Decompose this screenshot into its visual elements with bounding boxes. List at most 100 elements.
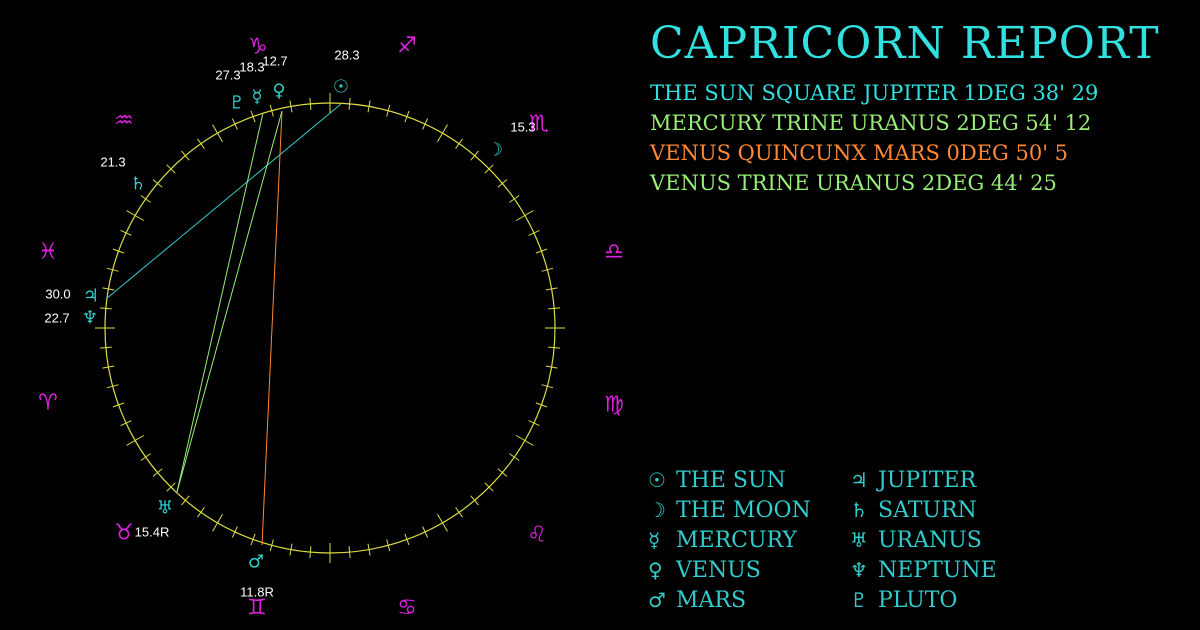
wheel-tick	[515, 435, 534, 446]
wheel-tick	[250, 110, 256, 123]
wheel-tick	[528, 229, 540, 236]
cancer-sign-icon: ♋	[397, 596, 417, 621]
wheel-tick	[484, 482, 494, 492]
legend-label: SATURN	[878, 498, 977, 523]
wheel-tick	[120, 229, 132, 236]
jupiter-degree-label: 30.0	[45, 287, 70, 302]
pluto-icon: ♇	[850, 588, 868, 612]
wheel-tick	[106, 267, 119, 272]
legend-item-moon: ☽ THE MOON	[648, 495, 811, 526]
wheel-tick	[166, 164, 176, 174]
mercury-icon: ☿	[251, 87, 262, 108]
wheel-tick	[422, 118, 429, 130]
wheel-tick	[422, 526, 429, 538]
legend-label: NEPTUNE	[878, 558, 997, 583]
legend-item-pluto: ♇PLUTO	[850, 585, 957, 616]
wheel-tick	[166, 482, 176, 492]
aspect-line-sun-jupiter	[105, 103, 342, 300]
moon-degree-label: 15.3	[510, 120, 535, 135]
uranus-degree-label: 15.4R	[135, 525, 170, 540]
wheel-tick	[348, 546, 351, 559]
wheel-tick	[455, 507, 463, 518]
jupiter-icon: ♃	[83, 286, 99, 307]
wheel-tick	[212, 124, 223, 143]
wheel-tick	[152, 179, 163, 188]
aspect-list: THE SUN SQUARE JUPITER 1DEG 38' 29 MERCU…	[650, 78, 1098, 198]
wheel-tick	[367, 100, 371, 113]
wheel-tick	[404, 533, 410, 546]
wheel-tick	[269, 539, 274, 552]
wheel-tick	[126, 210, 145, 221]
wheel-tick	[99, 346, 112, 349]
sun-icon: ☉	[648, 468, 666, 492]
mars-icon: ♂	[248, 552, 264, 573]
aries-sign-icon: ♈	[38, 391, 58, 416]
gemini-sign-icon: ♊	[247, 596, 267, 621]
wheel-tick	[535, 402, 548, 408]
legend-label: MERCURY	[676, 528, 797, 553]
wheel-tick	[102, 287, 115, 291]
venus-icon: ♀	[272, 81, 285, 102]
wheel-tick	[484, 164, 494, 174]
wheel-tick	[455, 138, 463, 149]
wheel-tick	[535, 248, 548, 254]
wheel-tick	[120, 420, 132, 427]
wheel-tick	[231, 526, 238, 538]
wheel-tick	[181, 150, 190, 161]
wheel-tick	[470, 495, 479, 506]
wheel-tick	[497, 468, 508, 477]
saturn-icon: ♄	[850, 498, 868, 522]
uranus-icon: ♅	[850, 528, 868, 552]
neptune-icon: ♆	[850, 558, 868, 582]
wheel-tick	[152, 468, 163, 477]
virgo-sign-icon: ♍	[604, 393, 624, 418]
wheel-tick	[106, 384, 119, 389]
wheel-tick	[497, 179, 508, 188]
legend-label: THE SUN	[676, 468, 786, 493]
venus-icon: ♀	[648, 558, 663, 582]
planet-glyphs: ☉☽☿♀♂♃♄♅♆♇	[82, 77, 503, 573]
wheel-tick	[548, 307, 561, 310]
wheel-tick	[181, 495, 190, 506]
wheel-tick	[99, 307, 112, 310]
neptune-icon: ♆	[82, 308, 98, 329]
mercury-icon: ☿	[648, 528, 661, 552]
moon-icon: ☽	[648, 498, 666, 522]
aspect-line-venus-uranus	[176, 110, 283, 493]
legend-item-uranus: ♅URANUS	[850, 525, 982, 556]
wheel-tick	[102, 365, 115, 369]
wheel-tick	[541, 384, 554, 389]
wheel-tick	[289, 100, 293, 113]
saturn-icon: ♄	[130, 174, 146, 195]
wheel-tick	[545, 287, 558, 291]
legend-label: JUPITER	[878, 468, 977, 493]
jupiter-icon: ♃	[850, 468, 868, 492]
wheel-tick	[367, 543, 371, 556]
degree-labels: 28.315.318.312.711.8R30.021.315.4R22.727…	[44, 48, 535, 600]
legend-item-saturn: ♄ SATURN	[850, 495, 977, 526]
wheel-tick	[470, 150, 479, 161]
wheel-tick	[140, 453, 151, 461]
neptune-degree-label: 22.7	[44, 311, 69, 326]
natal-wheel-chart: ♑♐♏♎♍♌♋♊♉♈♓♒ ☉☽☿♀♂♃♄♅♆♇ 28.315.318.312.7…	[38, 34, 624, 621]
scorpio-sign-icon: ♏	[529, 112, 549, 137]
legend-item-mercury: ☿ MERCURY	[648, 525, 797, 556]
uranus-icon: ♅	[157, 498, 173, 519]
legend-label: THE MOON	[676, 498, 811, 523]
wheel-tick	[212, 513, 223, 532]
sign-glyphs: ♑♐♏♎♍♌♋♊♉♈♓♒	[38, 34, 624, 621]
taurus-sign-icon: ♉	[114, 521, 134, 546]
sun-degree-label: 28.3	[334, 48, 359, 63]
aspect-item: MERCURY TRINE URANUS 2DEG 54' 12	[650, 111, 1092, 135]
legend-label: VENUS	[676, 558, 761, 583]
pluto-icon: ♇	[229, 93, 245, 114]
wheel-tick	[197, 138, 205, 149]
capricorn-sign-icon: ♑	[248, 35, 268, 60]
aquarius-sign-icon: ♒	[114, 109, 134, 134]
wheel-tick	[437, 513, 448, 532]
wheel-tick	[541, 267, 554, 272]
wheel-tick	[386, 104, 391, 117]
venus-degree-label: 12.7	[262, 54, 287, 69]
legend-item-sun: ☉ THE SUN	[648, 465, 786, 496]
wheel-tick	[126, 435, 145, 446]
